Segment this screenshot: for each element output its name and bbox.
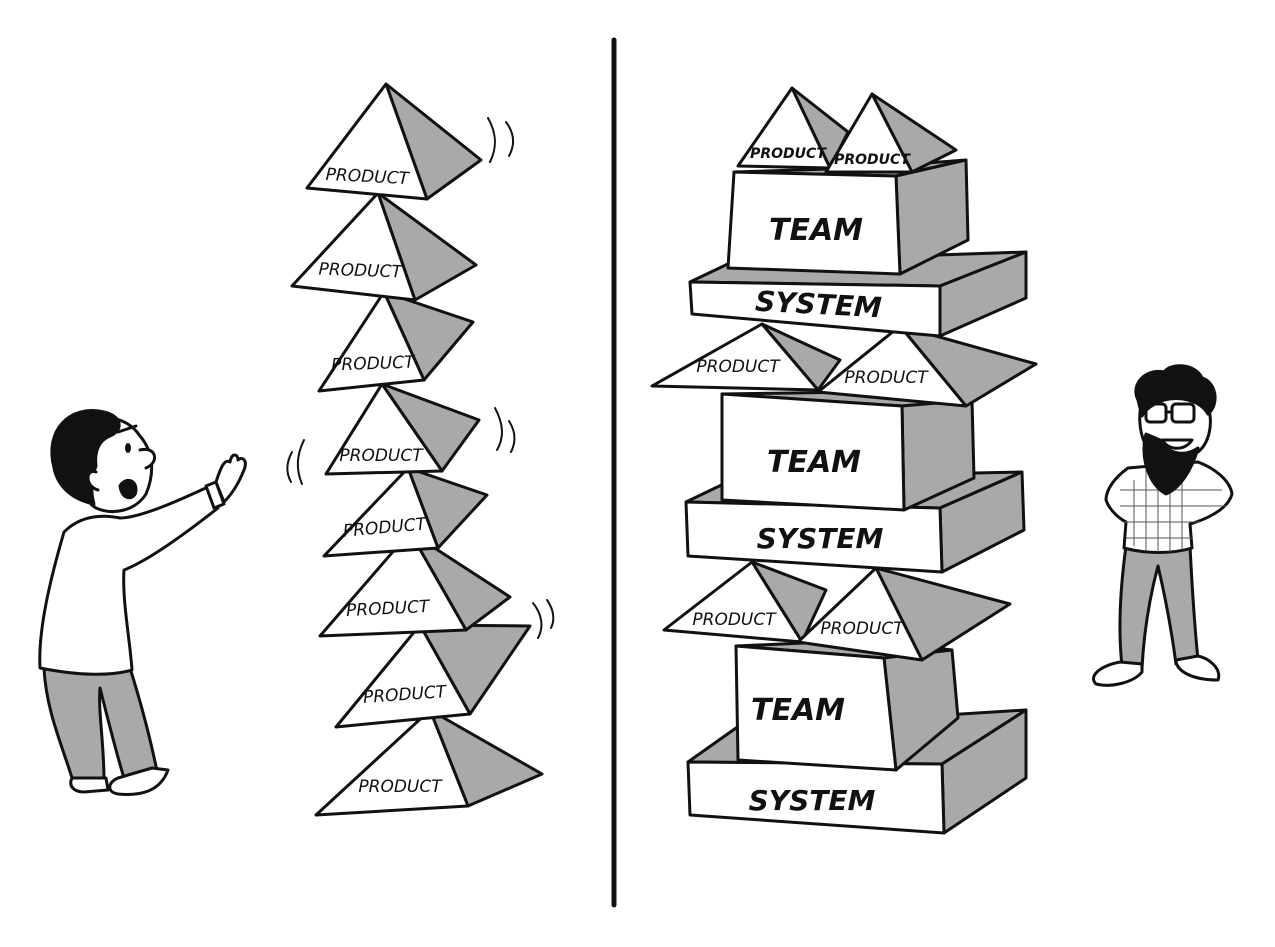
shake-mark (505, 121, 515, 157)
product-label: PRODUCT (325, 165, 411, 189)
product-pair-1: PRODUCT PRODUCT (736, 86, 958, 174)
stack-product-7: PRODUCT (334, 623, 532, 729)
system-block-2: SYSTEM (684, 470, 1026, 574)
product-label: PRODUCT (346, 597, 432, 621)
product-label: PRODUCT (820, 619, 905, 639)
product-label: PRODUCT (339, 446, 424, 466)
team-label: TEAM (769, 213, 863, 248)
unstable-product-stack: PRODUCT PRODUCT PRODUCT PRODUCT PRODUCT … (286, 82, 555, 817)
stack-product-8: PRODUCT (314, 708, 544, 817)
stack-product-5: PRODUCT (322, 466, 489, 558)
system-label: SYSTEM (754, 285, 882, 325)
product-label: PRODUCT (844, 368, 929, 388)
stack-product-3: PRODUCT (317, 290, 475, 393)
team-label: TEAM (751, 693, 845, 728)
system-label: SYSTEM (749, 784, 876, 817)
product-label: PRODUCT (318, 260, 403, 283)
stack-product-6: PRODUCT (318, 530, 512, 638)
product-label: PRODUCT (692, 610, 777, 630)
happy-bearded-man (1092, 364, 1234, 687)
stack-product-2: PRODUCT (290, 191, 478, 302)
team-label: TEAM (767, 445, 861, 480)
shake-mark (487, 117, 496, 163)
product-label: PRODUCT (331, 353, 416, 376)
shake-mark (508, 420, 516, 453)
system-block-1: SYSTEM (688, 250, 1028, 338)
shake-mark (296, 439, 305, 485)
product-pair-2: PRODUCT PRODUCT (650, 322, 1038, 408)
product-label: PRODUCT (834, 152, 911, 168)
stack-product-4: PRODUCT (324, 382, 481, 476)
system-label: SYSTEM (757, 522, 884, 555)
team-block-1: TEAM (726, 158, 970, 276)
product-label: PRODUCT (358, 777, 443, 797)
shake-mark (546, 599, 555, 629)
shake-mark (532, 602, 543, 639)
team-block-2: TEAM (720, 390, 976, 512)
shake-mark (286, 451, 293, 483)
worried-man (38, 409, 247, 796)
product-label: PRODUCT (750, 146, 827, 162)
stable-system-stack: SYSTEM TEAM PRODUCT PRODUCT SYSTEM (650, 86, 1038, 835)
product-pair-3: PRODUCT PRODUCT (662, 560, 1012, 662)
stack-product-1: PRODUCT (305, 82, 483, 201)
product-label: PRODUCT (696, 357, 781, 377)
shake-mark (494, 407, 503, 451)
